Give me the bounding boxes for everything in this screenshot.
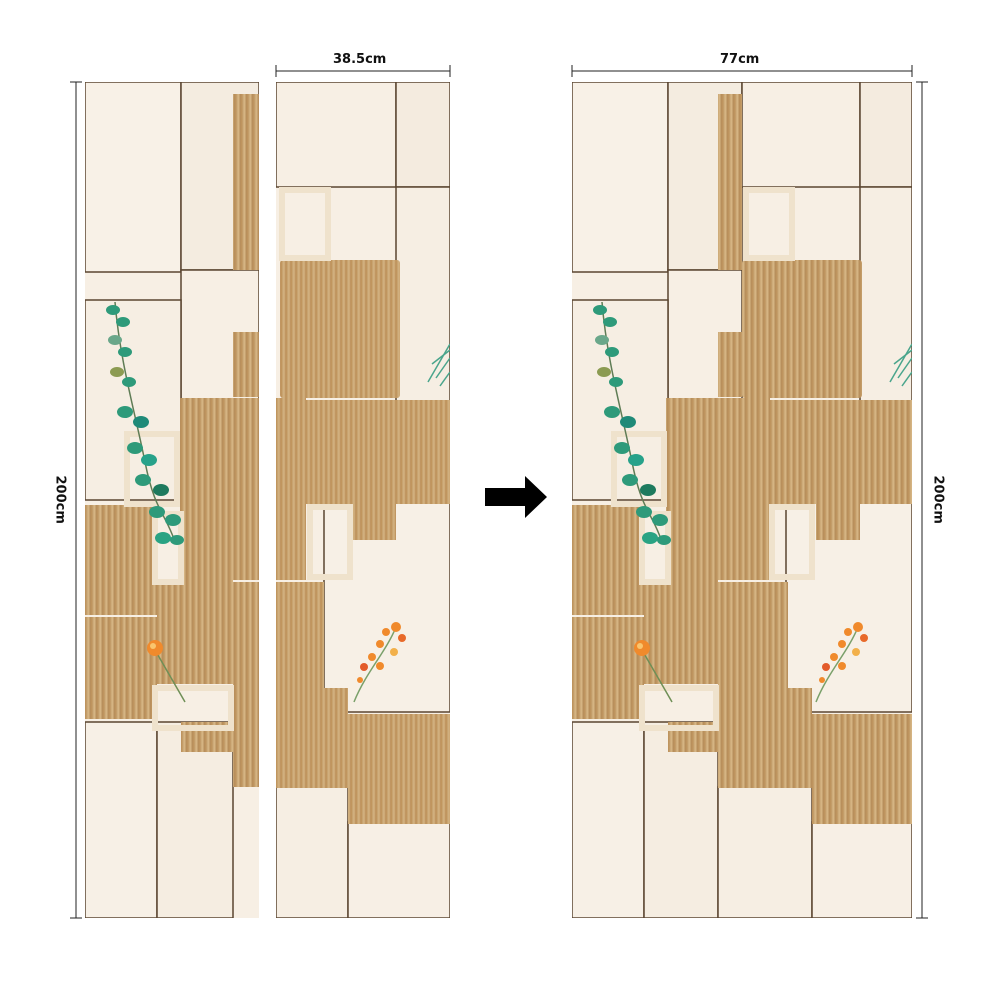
panel-b-artwork (276, 82, 450, 918)
right-height-label: 200cm (930, 475, 946, 524)
right-arrow-icon (485, 476, 547, 518)
split-width-label: 38.5cm (333, 52, 387, 67)
left-height-label: 200cm (52, 475, 68, 524)
combined-artwork (572, 82, 912, 918)
left-door-panel-a (85, 82, 259, 918)
left-door-panel-b (276, 82, 450, 918)
panel-a-artwork (85, 82, 259, 918)
full-width-label: 77cm (720, 52, 760, 67)
right-door-combined (572, 82, 912, 918)
